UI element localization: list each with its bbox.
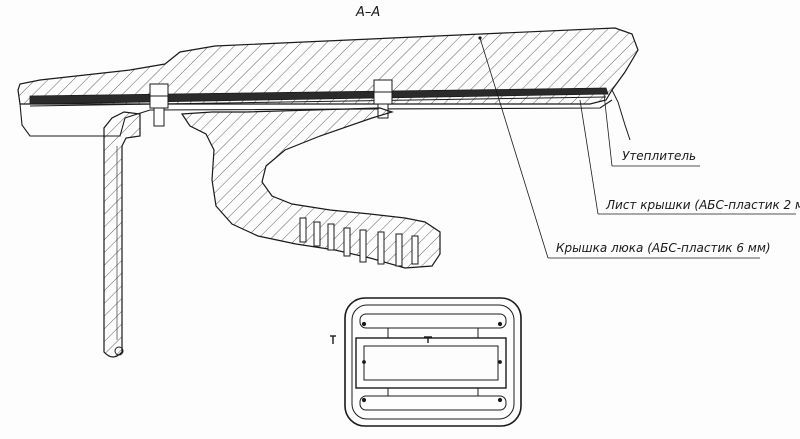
hinge-body (180, 107, 441, 269)
leader-hatch-cover (479, 37, 549, 259)
leader-cover-sheet (579, 99, 599, 215)
section-title: А–А (355, 5, 380, 20)
leader-insulation (603, 93, 613, 167)
label-hatch-cover: Крышка люка (АБС-пластик 6 мм) (556, 241, 771, 255)
label-cover-sheet: Лист крышки (АБС-пластик 2 мм) (605, 198, 800, 212)
label-insulation: Утеплитель (622, 149, 696, 163)
frame-wall-profile (103, 111, 141, 358)
handle-grooves (299, 217, 419, 267)
section-marker (330, 335, 432, 344)
fastener-left (149, 83, 169, 127)
hatch-cover-right-edge (611, 89, 631, 141)
plan-view (344, 297, 522, 427)
drain-hole (114, 346, 124, 356)
cover-sheet-line (29, 96, 607, 107)
insulation-layer (29, 87, 609, 105)
